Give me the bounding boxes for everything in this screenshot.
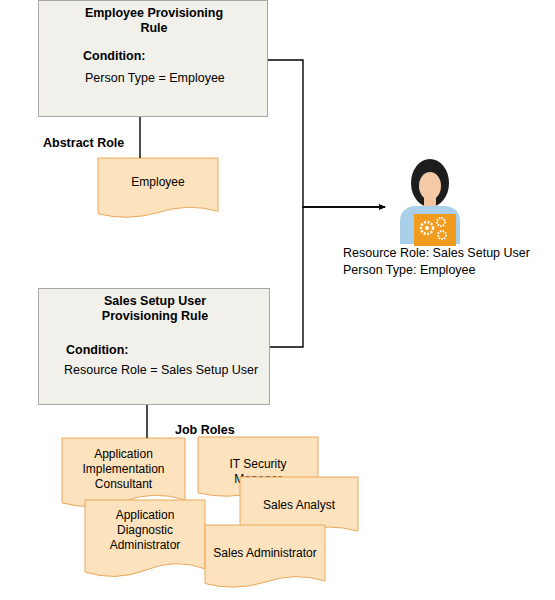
role-document: Sales Administrator (205, 525, 325, 590)
rule-box: Sales Setup User Provisioning RuleCondit… (38, 288, 270, 405)
role-name: Sales Administrator (213, 546, 317, 561)
rule-title: Sales Setup User Provisioning Rule (85, 294, 225, 324)
badge (414, 214, 456, 246)
rule-text: Person Type: Employee (343, 263, 475, 278)
role-name: Application Implementation Consultant (70, 447, 177, 492)
fringe (418, 169, 442, 182)
group-label: Job Roles (175, 423, 235, 437)
role-document: Application Implementation Consultant (62, 438, 185, 510)
role-name: Employee (106, 175, 210, 190)
role-document: Application Diagnostic Administrator (85, 500, 205, 580)
document-outline (98, 158, 218, 217)
role-document: Employee (98, 158, 218, 220)
rule-text: Condition: (83, 49, 145, 64)
connector (139, 117, 140, 158)
rule-text: Condition: (66, 343, 128, 358)
document-outline (62, 438, 185, 507)
rule-text: Person Type = Employee (85, 71, 225, 86)
connector (146, 405, 147, 438)
rule-text: Resource Role = Sales Setup User (64, 363, 258, 378)
group-label: Abstract Role (43, 136, 124, 150)
document-outline (85, 500, 205, 576)
role-name: Sales Analyst (248, 498, 350, 513)
gear (437, 218, 445, 226)
rule-text: Resource Role: Sales Setup User (343, 246, 530, 261)
gear-hub (425, 226, 429, 230)
rule-box: Employee Provisioning RuleCondition: Pers… (38, 0, 268, 117)
face (419, 172, 441, 200)
document-outline (205, 525, 325, 587)
role-name: Application Diagnostic Administrator (93, 508, 197, 553)
rule-title: Employee Provisioning Rule (84, 6, 224, 36)
connector (268, 60, 385, 207)
connector (270, 207, 385, 347)
hair (411, 159, 449, 207)
gear (421, 222, 433, 234)
person-node: Resource Role: Sales Setup UserPerson Ty… (385, 160, 475, 248)
gear (438, 231, 446, 239)
